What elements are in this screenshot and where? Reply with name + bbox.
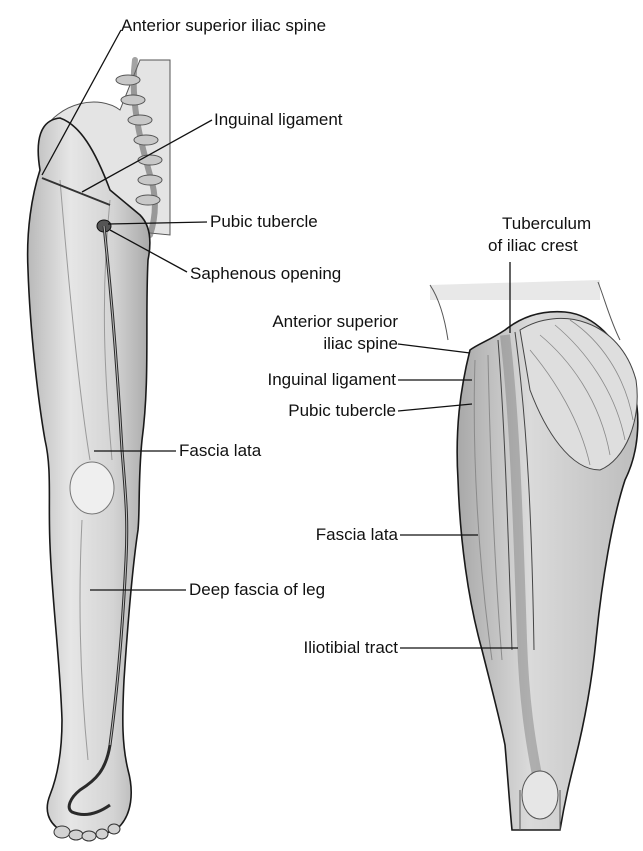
label-right-pubic-tubercle: Pubic tubercle — [200, 401, 396, 421]
trunk-background — [430, 280, 600, 300]
label-right-fascia-lata: Fascia lata — [260, 525, 398, 545]
label-right-iliac-spine: iliac spine — [210, 334, 398, 354]
patella — [70, 462, 114, 514]
label-inguinal-ligament: Inguinal ligament — [214, 110, 343, 130]
right-limb — [430, 280, 638, 830]
label-of-iliac-crest: of iliac crest — [488, 236, 578, 256]
lateral-knee — [522, 771, 558, 819]
label-pubic-tubercle: Pubic tubercle — [210, 212, 318, 232]
label-right-inguinal-ligament: Inguinal ligament — [200, 370, 396, 390]
label-tuberculum: Tuberculum — [502, 214, 591, 234]
label-iliotibial-tract: Iliotibial tract — [240, 638, 398, 658]
label-deep-fascia-of-leg: Deep fascia of leg — [189, 580, 325, 600]
label-anterior-superior-iliac-spine: Anterior superior iliac spine — [121, 16, 326, 36]
label-fascia-lata: Fascia lata — [179, 441, 261, 461]
label-right-anterior-superior: Anterior superior — [210, 312, 398, 332]
label-saphenous-opening: Saphenous opening — [190, 264, 341, 284]
